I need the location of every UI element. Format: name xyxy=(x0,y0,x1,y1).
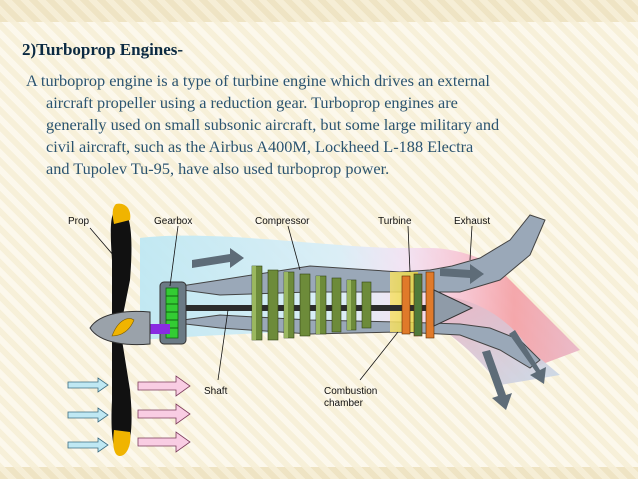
paragraph-line: civil aircraft, such as the Airbus A400M… xyxy=(46,137,474,156)
airflow-arrows xyxy=(192,248,546,410)
label-combustion-line1: Combustion xyxy=(324,386,377,397)
bottom-pattern-band xyxy=(0,467,638,479)
label-compressor: Compressor xyxy=(255,216,310,227)
propeller-spinner-blade xyxy=(111,318,135,337)
exhaust-cone xyxy=(433,289,474,327)
propeller-tip-bottom xyxy=(113,430,131,456)
propeller-blade-top xyxy=(110,209,132,320)
label-prop: Prop xyxy=(68,216,90,227)
turboprop-diagram-svg: Prop Gearbox Compressor Turbine Exhaust … xyxy=(67,203,580,456)
compressor-highlights xyxy=(252,266,351,340)
prop-shaft xyxy=(138,324,170,334)
paragraph-line: A turboprop engine is a type of turbine … xyxy=(26,71,490,90)
slide-paragraph: A turboprop engine is a type of turbine … xyxy=(26,70,616,180)
paragraph-line: and Tupolev Tu-95, have also used turbop… xyxy=(46,159,390,178)
propeller xyxy=(89,203,151,456)
propeller-tip-top xyxy=(112,203,131,224)
label-exhaust: Exhaust xyxy=(454,216,490,227)
intake-arrows xyxy=(67,377,109,453)
turbine-stages xyxy=(401,271,435,339)
paragraph-line: generally used on small subsonic aircraf… xyxy=(46,115,500,134)
slide-heading: 2)Turboprop Engines- xyxy=(22,40,184,59)
label-combustion-line2: chamber xyxy=(324,398,364,409)
label-shaft: Shaft xyxy=(204,386,228,397)
callout-lines xyxy=(89,225,473,381)
propeller-blade-bottom xyxy=(111,340,132,455)
turboprop-diagram: Prop Gearbox Compressor Turbine Exhaust … xyxy=(60,200,600,460)
label-gearbox: Gearbox xyxy=(154,216,192,227)
thrust-arrows xyxy=(137,375,191,453)
gearbox-gear-lines xyxy=(166,295,178,329)
label-turbine: Turbine xyxy=(378,216,412,227)
top-pattern-band xyxy=(0,0,638,22)
paragraph-line: aircraft propeller using a reduction gea… xyxy=(46,93,458,112)
